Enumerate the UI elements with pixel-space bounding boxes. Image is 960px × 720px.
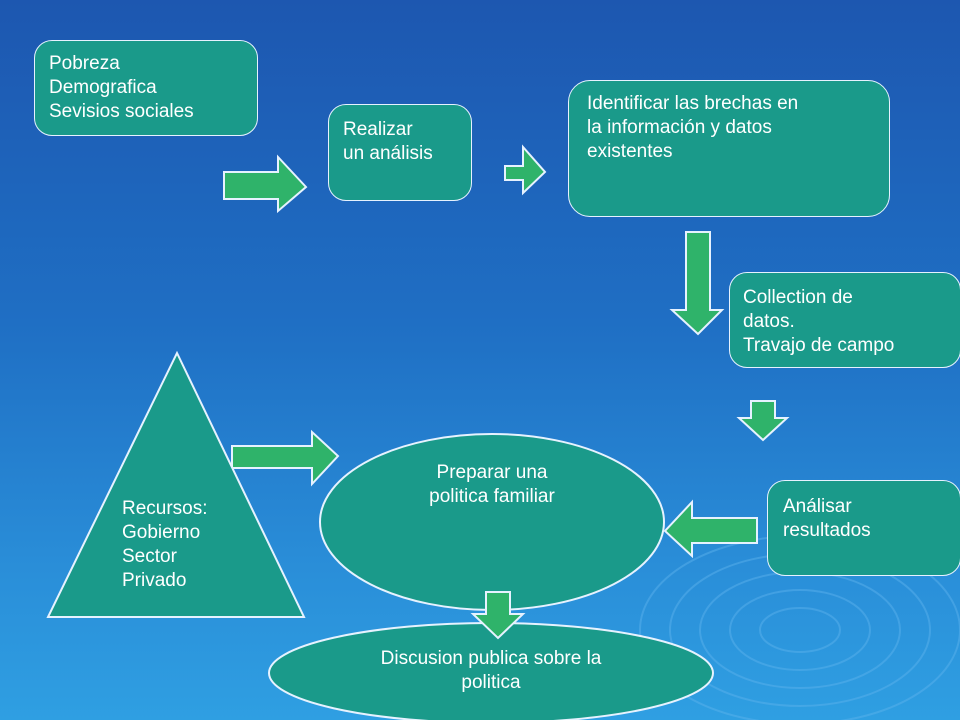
discussion-line-1: Discusion publica sobre la xyxy=(380,648,602,669)
arrow-left-1 xyxy=(663,499,758,559)
arrow-right-1 xyxy=(223,154,308,214)
results-box: Análisar resultados xyxy=(767,480,960,576)
analysis-line-2: un análisis xyxy=(343,143,433,164)
gaps-line-2: la información y datos xyxy=(587,117,772,138)
analysis-line-1: Realizar xyxy=(343,119,413,140)
arrow-down-2 xyxy=(736,400,790,442)
analysis-box: Realizar un análisis xyxy=(328,104,472,201)
resources-line-4: Privado xyxy=(122,570,187,591)
inputs-line-3: Sevisios sociales xyxy=(49,101,194,122)
discussion-line-2: politica xyxy=(461,672,521,693)
arrow-right-2 xyxy=(504,144,547,196)
arrow-right-3 xyxy=(231,429,340,487)
collection-line-3: Travajo de campo xyxy=(743,335,895,356)
resources-label: Recursos: Gobierno Sector Privado xyxy=(122,497,208,593)
resources-line-2: Gobierno xyxy=(122,522,201,543)
results-line-2: resultados xyxy=(783,520,871,541)
inputs-line-1: Pobreza xyxy=(49,53,120,74)
arrow-down-3 xyxy=(470,591,526,640)
inputs-box: Pobreza Demografica Sevisios sociales xyxy=(34,40,258,136)
resources-triangle xyxy=(46,350,306,618)
collection-line-2: datos. xyxy=(743,311,795,332)
resources-line-3: Sector xyxy=(122,546,177,567)
policy-label: Preparar una politica familiar xyxy=(370,461,614,509)
resources-line-1: Recursos: xyxy=(122,498,208,519)
collection-box: Collection de datos. Travajo de campo xyxy=(729,272,960,368)
collection-line-1: Collection de xyxy=(743,287,853,308)
discussion-label: Discusion publica sobre la politica xyxy=(300,647,682,695)
inputs-line-2: Demografica xyxy=(49,77,157,98)
arrow-down-1 xyxy=(669,231,725,336)
gaps-box: Identificar las brechas en la informació… xyxy=(568,80,890,217)
policy-line-1: Preparar una xyxy=(436,462,548,483)
gaps-line-3: existentes xyxy=(587,141,673,162)
policy-line-2: politica familiar xyxy=(429,486,555,507)
results-line-1: Análisar xyxy=(783,496,852,517)
gaps-line-1: Identificar las brechas en xyxy=(587,93,799,114)
